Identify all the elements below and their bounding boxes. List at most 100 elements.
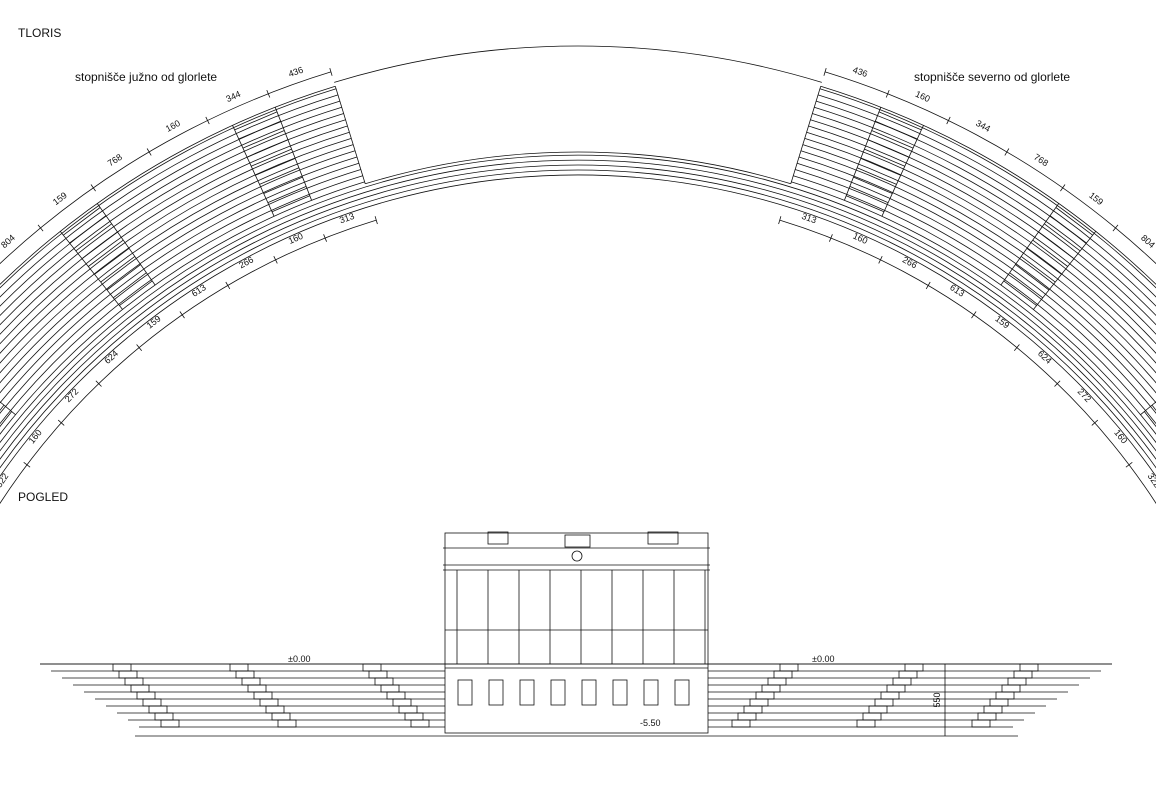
elevation-title: POGLED [18, 490, 69, 504]
seat-row-north [814, 106, 1156, 317]
staircase-north-rung [871, 130, 914, 149]
dim-outer-south-tick [37, 224, 44, 232]
staircase-north-rung [1020, 256, 1056, 283]
elevation-stair-south [235, 670, 255, 679]
staircase-north-rung [1026, 247, 1062, 275]
elevation-stair-south [265, 705, 285, 714]
level-label-bottom: -5.50 [640, 718, 661, 728]
seat-row-south [0, 162, 360, 404]
dim-inner-south-line [0, 219, 377, 505]
staircase-north-rung [864, 148, 905, 167]
dim-inner-north-label: 613 [948, 282, 966, 299]
elevation-stair-north [983, 705, 1003, 714]
dim-inner-south-label: 313 [338, 211, 355, 225]
dim-inner-south-tick [136, 344, 143, 351]
dim-inner-north-tick [1054, 380, 1061, 387]
elevation-stair-south [410, 719, 430, 728]
dim-outer-north-tick [1112, 224, 1119, 232]
elevation-stair-north [779, 663, 799, 672]
staircase-north-rung [867, 139, 910, 158]
elevation-stair-south [148, 705, 168, 714]
dim-inner-north-label: 322 [1146, 471, 1156, 489]
staircase-north-rung [875, 120, 918, 140]
staircase-south-rung [63, 207, 101, 236]
seat-row-south [0, 106, 342, 317]
seat-row-south [0, 144, 354, 374]
staircase-south-rung [259, 167, 300, 185]
elevation-stair-south [253, 691, 273, 700]
seat-row-south [0, 169, 361, 414]
seat-row-south [0, 119, 346, 335]
staircase-north [881, 125, 924, 217]
seat-row-north [806, 131, 1156, 354]
staircase-south [0, 401, 16, 416]
elevation-stair-north [874, 698, 894, 707]
inner-step-arc [0, 174, 1156, 478]
seat-row-south [0, 138, 352, 364]
dim-outer-south-tick [266, 89, 271, 98]
dim-inner-south-tick [95, 380, 102, 387]
seat-row-north [817, 94, 1156, 298]
dim-inner-south-tick [374, 216, 378, 225]
staircase-south [232, 125, 275, 217]
elevation-stair-north [862, 712, 882, 721]
dim-outer-north-label: 344 [974, 118, 992, 134]
seat-row-north [808, 125, 1156, 345]
staircase-south-rung [75, 223, 112, 252]
dim-outer-south-label: 436 [287, 65, 304, 79]
dim-outer-south-label: 344 [224, 89, 242, 104]
staircase-north-rung [856, 167, 897, 185]
dim-outer-south-label: 159 [51, 190, 69, 207]
seat-row-north [802, 144, 1156, 374]
staircase-south-rung [106, 264, 141, 291]
dim-inner-north-tick [1125, 461, 1133, 468]
level-label-north: ±0.00 [812, 654, 834, 664]
window [550, 679, 566, 706]
dim-outer-north-tick [1004, 148, 1010, 156]
elevation-stair-south [404, 712, 424, 721]
dim-inner-north-tick [1091, 419, 1099, 426]
elevation-stair-south [392, 698, 412, 707]
staircase-north-rung [878, 111, 922, 131]
elevation-stair-north [1013, 670, 1033, 679]
seat-row-north [804, 138, 1156, 364]
elevation-stair-south [142, 698, 162, 707]
elevation-stair-south [229, 663, 249, 672]
staircase-north-rung [1003, 280, 1037, 306]
plan-title: TLORIS [18, 26, 62, 40]
dim-inner-south-label: 159 [145, 313, 163, 330]
seat-row-north [796, 162, 1156, 404]
seat-row-north [798, 156, 1156, 394]
dim-inner-south-tick [273, 256, 278, 264]
staircase-south-rung [94, 247, 130, 275]
dim-outer-north-label: 160 [914, 89, 932, 104]
level-label-south: ±0.00 [288, 654, 310, 664]
staircase-south-rung [234, 111, 278, 131]
elevation-stair-south [247, 684, 267, 693]
seat-row-south [0, 175, 363, 425]
staircase-south-rung [238, 120, 281, 140]
seat-row-south [0, 125, 348, 345]
staircase-north [844, 107, 882, 201]
elevation-stair-south [271, 712, 291, 721]
staircase-south [274, 107, 312, 201]
dim-inner-south-tick [23, 461, 31, 468]
elevation-stair-north [898, 670, 918, 679]
staircase-north-rung [1032, 239, 1068, 267]
window [643, 679, 659, 706]
window [457, 679, 473, 706]
elevation-stair-south [362, 663, 382, 672]
elevation-stair-north [892, 677, 912, 686]
dim-inner-south-tick [323, 234, 327, 242]
window [581, 679, 597, 706]
staircase-north [1033, 231, 1097, 310]
dim-inner-north-tick [971, 311, 977, 319]
dim-inner-north-label: 160 [851, 231, 869, 246]
dim-outer-south-tick [90, 184, 96, 192]
elevation-stair-north [989, 698, 1009, 707]
inner-step-arc [0, 159, 1156, 452]
staircase-south-rung [251, 148, 292, 167]
dim-inner-north-line [779, 219, 1156, 505]
dim-outer-south-label: 160 [164, 118, 182, 134]
